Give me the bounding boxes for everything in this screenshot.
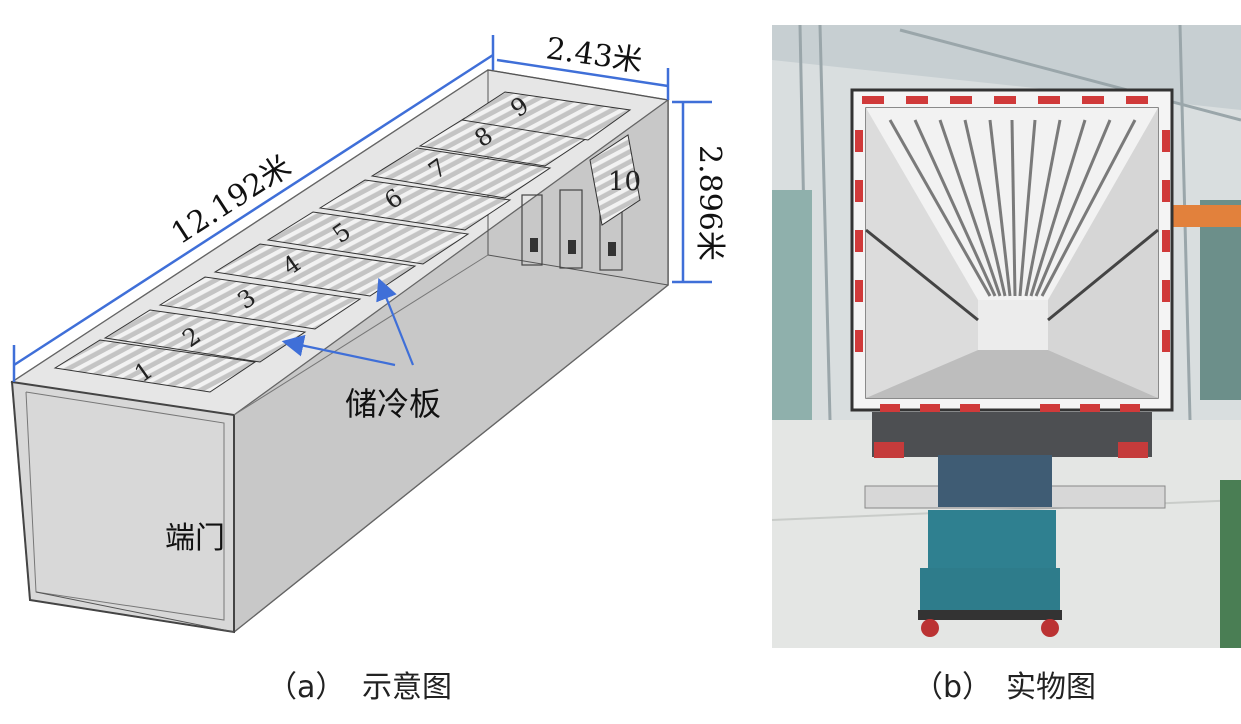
width-label: 2.43米 [544,31,645,79]
plate-pointer-lines [281,277,415,367]
plate-number-10: 10 [608,167,641,197]
plate-label: 储冷板 [345,385,441,423]
door-label: 端门 [165,521,225,556]
cold-plate-6 [318,179,512,231]
caption-b-text: 实物图 [1006,670,1096,705]
cold-plate-3 [158,276,362,330]
cold-plate-7 [370,147,552,199]
caption-b-mark: （b） [913,670,992,705]
cold-plates [53,91,641,393]
cold-plate-9 [460,91,632,141]
ceiling-cold-plates [888,119,1137,297]
length-dimension-line [13,53,494,367]
cold-plate-2 [103,309,307,363]
cold-plate-5 [266,211,470,265]
caption-a-mark: （a） [267,670,345,705]
cold-plate-10 [589,134,641,226]
cold-plate-1 [53,339,257,393]
schematic-diagram: 1 2 3 4 5 6 7 8 9 10 12.192米 2.43米 2.896… [10,31,727,634]
caption-a-text: 示意图 [362,670,452,705]
dimension-lines [12,35,712,382]
width-dimension-line [496,58,669,88]
cold-plate-4 [213,243,417,297]
truck-photo [771,24,1241,648]
reflective-tape [855,96,1170,412]
height-label: 2.896米 [692,145,727,261]
